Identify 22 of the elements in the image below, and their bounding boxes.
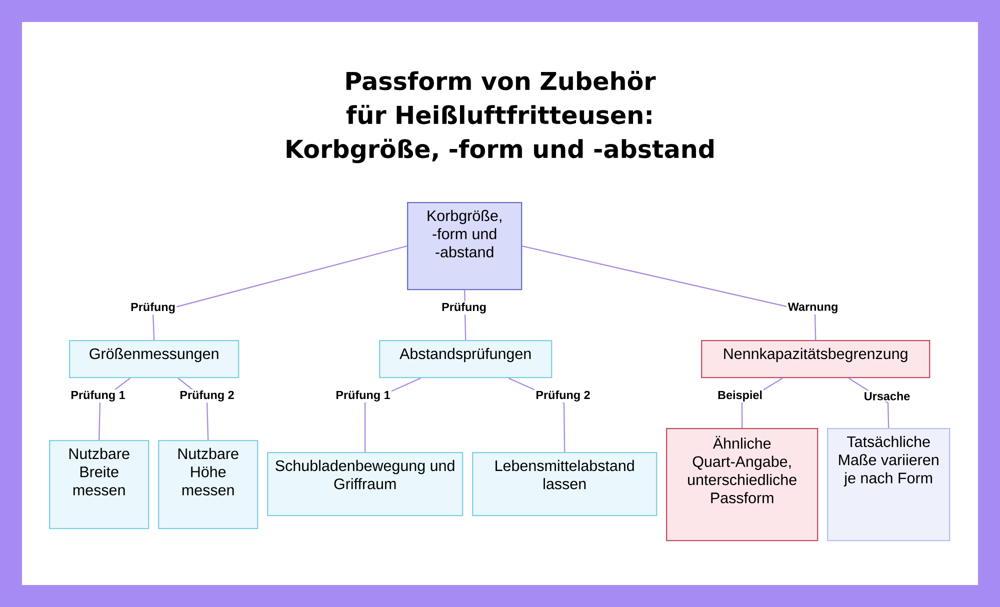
edge-label: Prüfung 1 [334,389,392,403]
process-box: Tatsächliche Maße variieren je nach Form [827,428,950,542]
process-box: Nennkapazitätsbegrenzung [701,340,930,378]
edge-label: Ursache [862,390,912,402]
process-box: Nutzbare Breite messen [49,440,150,530]
edge-label: Prüfung 1 [70,389,126,403]
topic-box: Korbgröße, -form und -abstand [407,202,522,290]
title: Passform von Zubehör für Heißluftfritteusen: Korbgröße, -form und -abstand [286,70,714,164]
edge-label: Warnung [786,302,840,314]
edge-label: Prüfung [440,301,488,315]
process-box: Ähnliche Quart-Angabe, unterschiedliche Passform [666,428,818,542]
process-box: Lebensmittelabstand lassen [472,452,658,516]
edge-label: Prüfung [129,301,177,315]
process-box: Schubladenbewegung und Griffraum [267,452,464,516]
connector-line [522,246,816,340]
process-box: Abstandsprüfungen [379,340,552,378]
edge-label: Prüfung 2 [534,389,592,403]
process-box: Größenmessungen [69,340,240,378]
connector-line [152,246,408,340]
edge-label: Beispiel [716,389,764,403]
edge-label: Prüfung 2 [178,389,236,403]
process-box: Nutzbare Höhe messen [158,440,258,530]
